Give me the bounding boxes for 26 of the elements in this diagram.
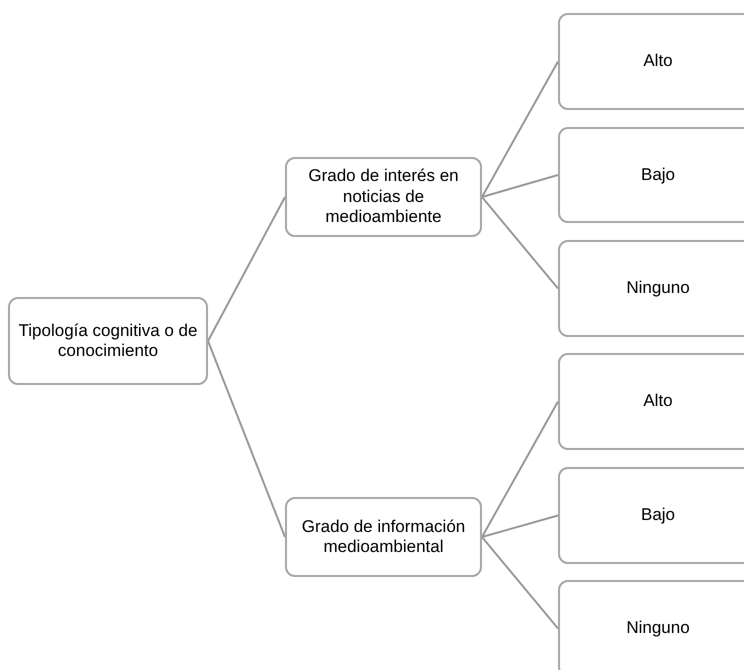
box-label: Alto [642,391,674,412]
process-box [558,240,744,337]
connector-line [481,536,559,630]
process-box [558,353,744,450]
process-box [558,580,744,670]
box-label: Grado de información medioambiental [300,516,466,558]
box-label: Tipología cognitiva o de conocimiento [18,320,198,362]
process-box [558,127,744,223]
process-box [285,157,482,237]
box-label: Bajo [640,505,676,526]
process-box [558,13,744,110]
box-label: Bajo [640,164,676,186]
connector-line [481,401,559,538]
connector-line [481,61,559,198]
connector-line [482,514,558,538]
box-label: Ninguno [625,278,691,299]
box-label: Alto [642,51,674,72]
process-box [558,467,744,564]
connector-line [481,196,559,290]
process-box [8,297,208,385]
connector-line [207,196,286,342]
box-label: Ninguno [625,618,691,639]
connector-line [482,174,558,198]
process-box [285,497,482,577]
box-label: Grado de interés en noticias de medioambiente [307,166,460,228]
connector-line [207,340,286,538]
